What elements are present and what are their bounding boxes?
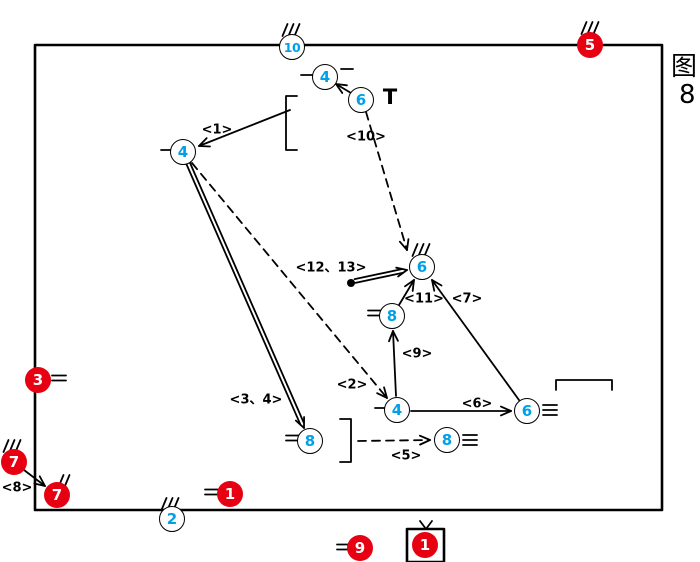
player-red-1-court: 1: [217, 481, 243, 507]
player-white-6-top: 6: [348, 87, 374, 113]
tick-line: [2, 439, 10, 453]
arrow-move-7: [431, 279, 520, 401]
player-white-4-left: 4: [170, 139, 196, 165]
figure-caption-char: 图: [671, 52, 698, 82]
bracket-left: [285, 95, 298, 151]
arrow-head: [411, 279, 415, 292]
arrow-head: [398, 240, 408, 251]
arrow-head: [38, 475, 46, 487]
arrow-head: [33, 482, 46, 487]
player-white-6-bottom: 6: [514, 398, 540, 424]
arrow-shaft: [198, 109, 291, 147]
arrow-shaft: [191, 162, 388, 399]
player-white-6-mid: 6: [409, 254, 435, 280]
arrow-head: [376, 392, 388, 399]
arrow-shaft: [23, 469, 46, 487]
arrow-move-9: [388, 330, 399, 397]
arrow-head: [500, 405, 512, 412]
arrow-head: [500, 410, 512, 417]
arrow-head: [392, 330, 399, 342]
label-move-2: <2>: [336, 377, 368, 393]
arrow-move-6: [410, 405, 512, 417]
arrow-shaft: [357, 439, 431, 442]
arrow-head: [395, 266, 408, 271]
label-move-7: <7>: [451, 291, 483, 307]
label-move-12-13: <12、13>: [295, 260, 367, 276]
arrow-move-1: [198, 109, 291, 148]
arrow-shaft: [353, 268, 403, 281]
coach-mark: T: [382, 85, 398, 109]
player-white-8-left: 8: [297, 428, 323, 454]
arrow-move-8: [23, 469, 46, 487]
arrow-head: [335, 83, 344, 94]
arrow-shaft: [392, 330, 397, 397]
label-move-5: <5>: [390, 448, 422, 464]
player-red-7-outer: 7: [1, 449, 27, 475]
arrow-head: [335, 83, 348, 87]
player-red-5: 5: [577, 32, 603, 58]
label-move-6: <6>: [461, 396, 493, 412]
arrow-head: [198, 137, 208, 147]
arrow-head: [431, 279, 436, 292]
arrow-shaft: [335, 83, 352, 94]
court-border: [33, 43, 664, 512]
figure-caption-number: 8: [679, 80, 696, 110]
tick-line: [425, 520, 433, 530]
arrow-shaft: [398, 279, 415, 306]
bracket-right: [339, 418, 352, 463]
tick-mark-h2-14: [204, 488, 220, 496]
player-white-4-bottom: 4: [384, 397, 410, 423]
player-red-3: 3: [25, 367, 51, 393]
arrow-shaft: [431, 279, 520, 401]
arrow-head: [431, 279, 443, 287]
tick-line: [580, 21, 588, 35]
tick-line: [419, 520, 427, 530]
player-white-10: 10: [279, 34, 305, 60]
bracket-top: [555, 379, 613, 391]
player-white-8-right: 8: [434, 427, 460, 453]
arrow-move-11: [398, 279, 415, 306]
player-red-9: 9: [347, 535, 373, 561]
player-red-1-boxed: 1: [412, 532, 438, 558]
tick-line: [160, 497, 168, 511]
label-move-3-4: <3、4>: [229, 392, 283, 408]
arrow-shaft: [354, 271, 404, 284]
arrow-move-10: [365, 111, 410, 251]
arrow-move-2: [191, 162, 388, 399]
tick-mark-h2-16: [51, 374, 67, 382]
arrow-shaft: [188, 161, 305, 424]
arrow-move-12-13: [353, 266, 408, 284]
arrow-head: [406, 238, 410, 251]
arrow-move-5: [357, 434, 431, 446]
player-white-8-mid: 8: [379, 303, 405, 329]
label-move-8: <8>: [1, 480, 33, 496]
arrow-top-6-to-4: [335, 83, 352, 94]
arrow-move-3-4: [185, 161, 305, 429]
tick-line: [281, 23, 289, 37]
arrow-head: [418, 434, 431, 441]
arrow-head: [419, 439, 431, 446]
arrow-head: [388, 330, 394, 343]
arrow-shaft: [185, 162, 302, 426]
arrow-head: [404, 279, 415, 288]
player-white-4-top: 4: [312, 64, 338, 90]
tick-mark-h3-8: [462, 434, 478, 446]
arrow-head: [294, 419, 305, 429]
label-move-1: <1>: [201, 122, 233, 138]
arrow-shaft: [365, 111, 408, 251]
highlight-box: [405, 527, 446, 562]
player-white-2: 2: [159, 506, 185, 532]
arrow-head: [383, 386, 388, 399]
ball-dot: [347, 279, 355, 287]
tick-mark-h3-9: [542, 404, 558, 416]
tick-mark-vee-17: [419, 520, 433, 530]
tick-line: [411, 243, 419, 257]
label-move-10: <10>: [346, 129, 386, 145]
label-move-11: <11>: [404, 291, 444, 307]
arrow-head: [397, 269, 408, 278]
player-red-7-inner: 7: [44, 482, 70, 508]
label-move-9: <9>: [401, 346, 433, 362]
